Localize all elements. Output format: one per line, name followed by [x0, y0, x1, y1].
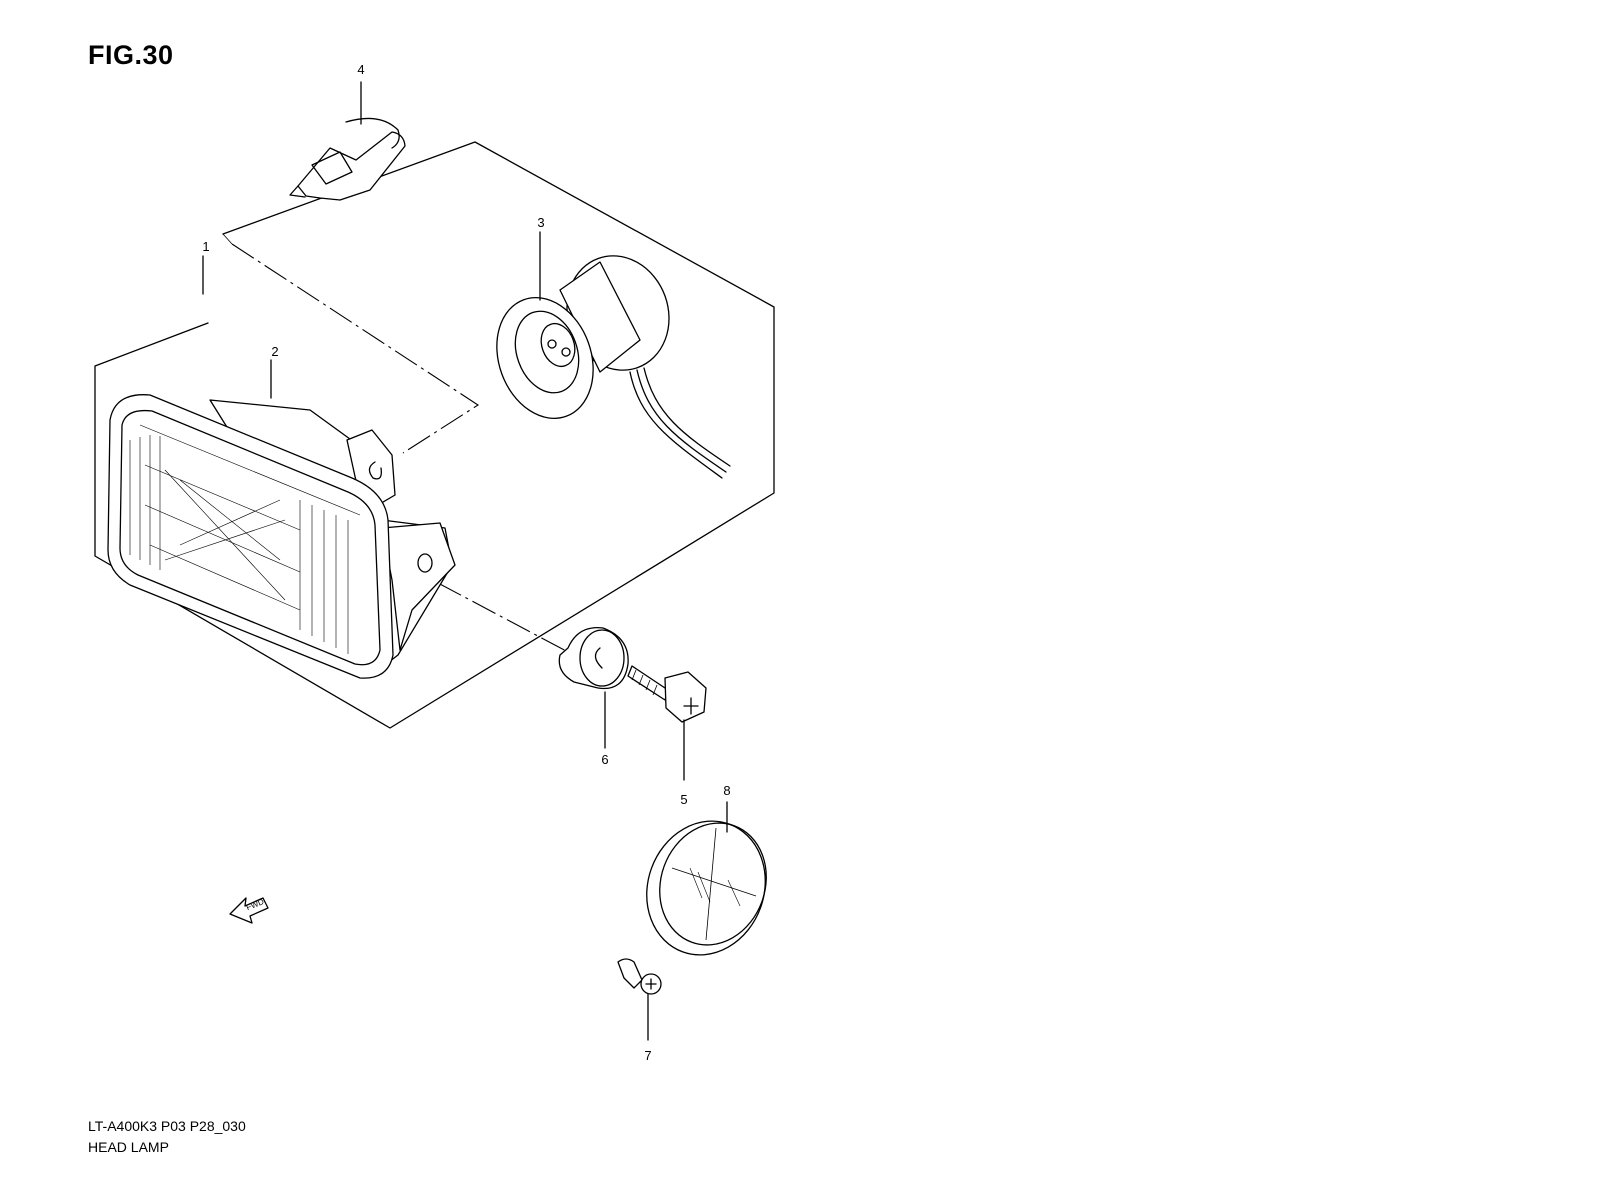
callout-1: 1 — [202, 239, 209, 254]
cover-drawing[interactable] — [628, 804, 784, 971]
model-code: LT-A400K3 P03 P28_030 — [88, 1118, 246, 1134]
callout-7: 7 — [644, 1048, 651, 1063]
callout-4: 4 — [357, 62, 364, 77]
cushion-drawing[interactable] — [558, 627, 629, 690]
callout-labels: 1 2 3 4 5 6 7 8 — [202, 62, 730, 1063]
bulb-drawing[interactable] — [289, 117, 406, 201]
bulb-socket-drawing[interactable] — [481, 241, 731, 479]
lens-pattern — [129, 424, 361, 654]
callout-8: 8 — [723, 783, 730, 798]
callout-2: 2 — [271, 344, 278, 359]
assembly-outline — [94, 141, 775, 729]
leader-lines — [202, 81, 728, 1041]
callout-3: 3 — [537, 215, 544, 230]
section-name: HEAD LAMP — [88, 1139, 169, 1155]
callout-6: 6 — [601, 752, 608, 767]
forward-arrow-icon: FWD — [229, 897, 269, 924]
screw-drawing[interactable] — [617, 958, 662, 995]
bolt-drawing[interactable] — [627, 665, 707, 723]
figure-title: FIG.30 — [88, 40, 174, 70]
callout-5: 5 — [680, 792, 687, 807]
connection-lines — [231, 243, 586, 662]
lamp-unit-drawing[interactable] — [107, 394, 456, 679]
